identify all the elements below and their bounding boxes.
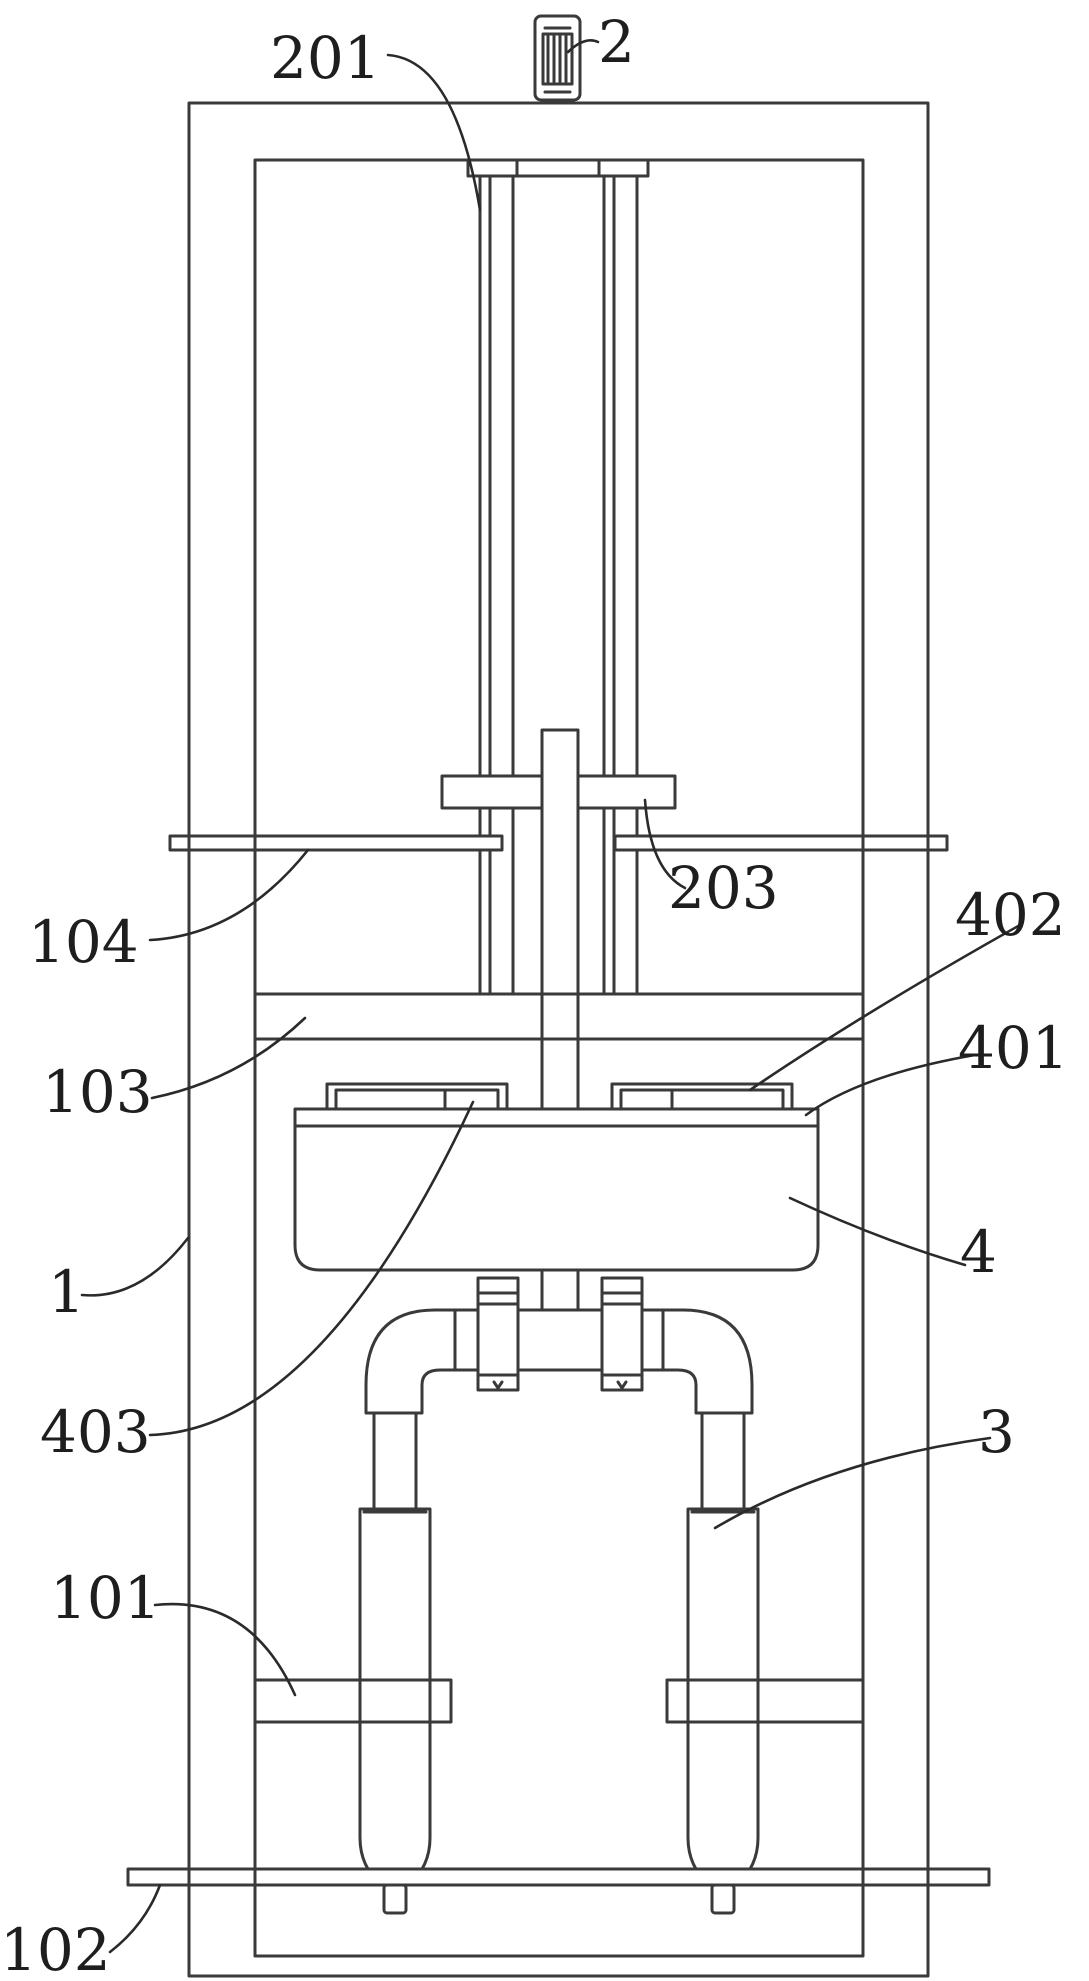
leader-203 — [643, 798, 687, 890]
leader-lines — [80, 39, 1022, 1954]
leader-101 — [153, 1602, 297, 1697]
leader-103 — [150, 1016, 307, 1100]
leader-2 — [566, 39, 600, 54]
leader-401 — [804, 1053, 977, 1117]
label-4: 4 — [960, 1218, 997, 1286]
central-shaft-bottom — [540, 1268, 580, 1312]
leader-104 — [148, 848, 310, 942]
label-101: 101 — [50, 1564, 161, 1632]
leader-201 — [386, 53, 482, 212]
clamp-brackets — [253, 1678, 865, 1724]
motor — [533, 14, 582, 102]
pads — [325, 1082, 794, 1111]
label-203: 203 — [668, 854, 779, 922]
label-103: 103 — [42, 1058, 153, 1126]
top-bearing-plate — [466, 158, 650, 178]
label-403: 403 — [40, 1398, 151, 1466]
collection-box — [293, 1107, 820, 1272]
label-201: 201 — [270, 24, 381, 92]
leader-102 — [108, 1883, 162, 1954]
label-402: 402 — [955, 881, 1066, 949]
label-3: 3 — [978, 1398, 1015, 1466]
leader-3 — [713, 1436, 992, 1530]
leader-402 — [748, 923, 1022, 1092]
label-2: 2 — [598, 8, 635, 76]
label-401: 401 — [958, 1014, 1069, 1082]
leader-4 — [788, 1196, 967, 1267]
cross-beam — [253, 992, 865, 1041]
callout-labels: 201 2 203 104 402 103 401 1 4 403 3 101 … — [0, 8, 1069, 1981]
label-102: 102 — [0, 1916, 111, 1981]
pipe-assembly — [358, 1276, 760, 1915]
guide-plates — [168, 834, 949, 852]
label-104: 104 — [28, 908, 139, 976]
label-1: 1 — [48, 1258, 85, 1326]
bottom-rail — [126, 1867, 991, 1887]
leader-1 — [80, 1236, 190, 1297]
leader-403 — [148, 1100, 475, 1437]
